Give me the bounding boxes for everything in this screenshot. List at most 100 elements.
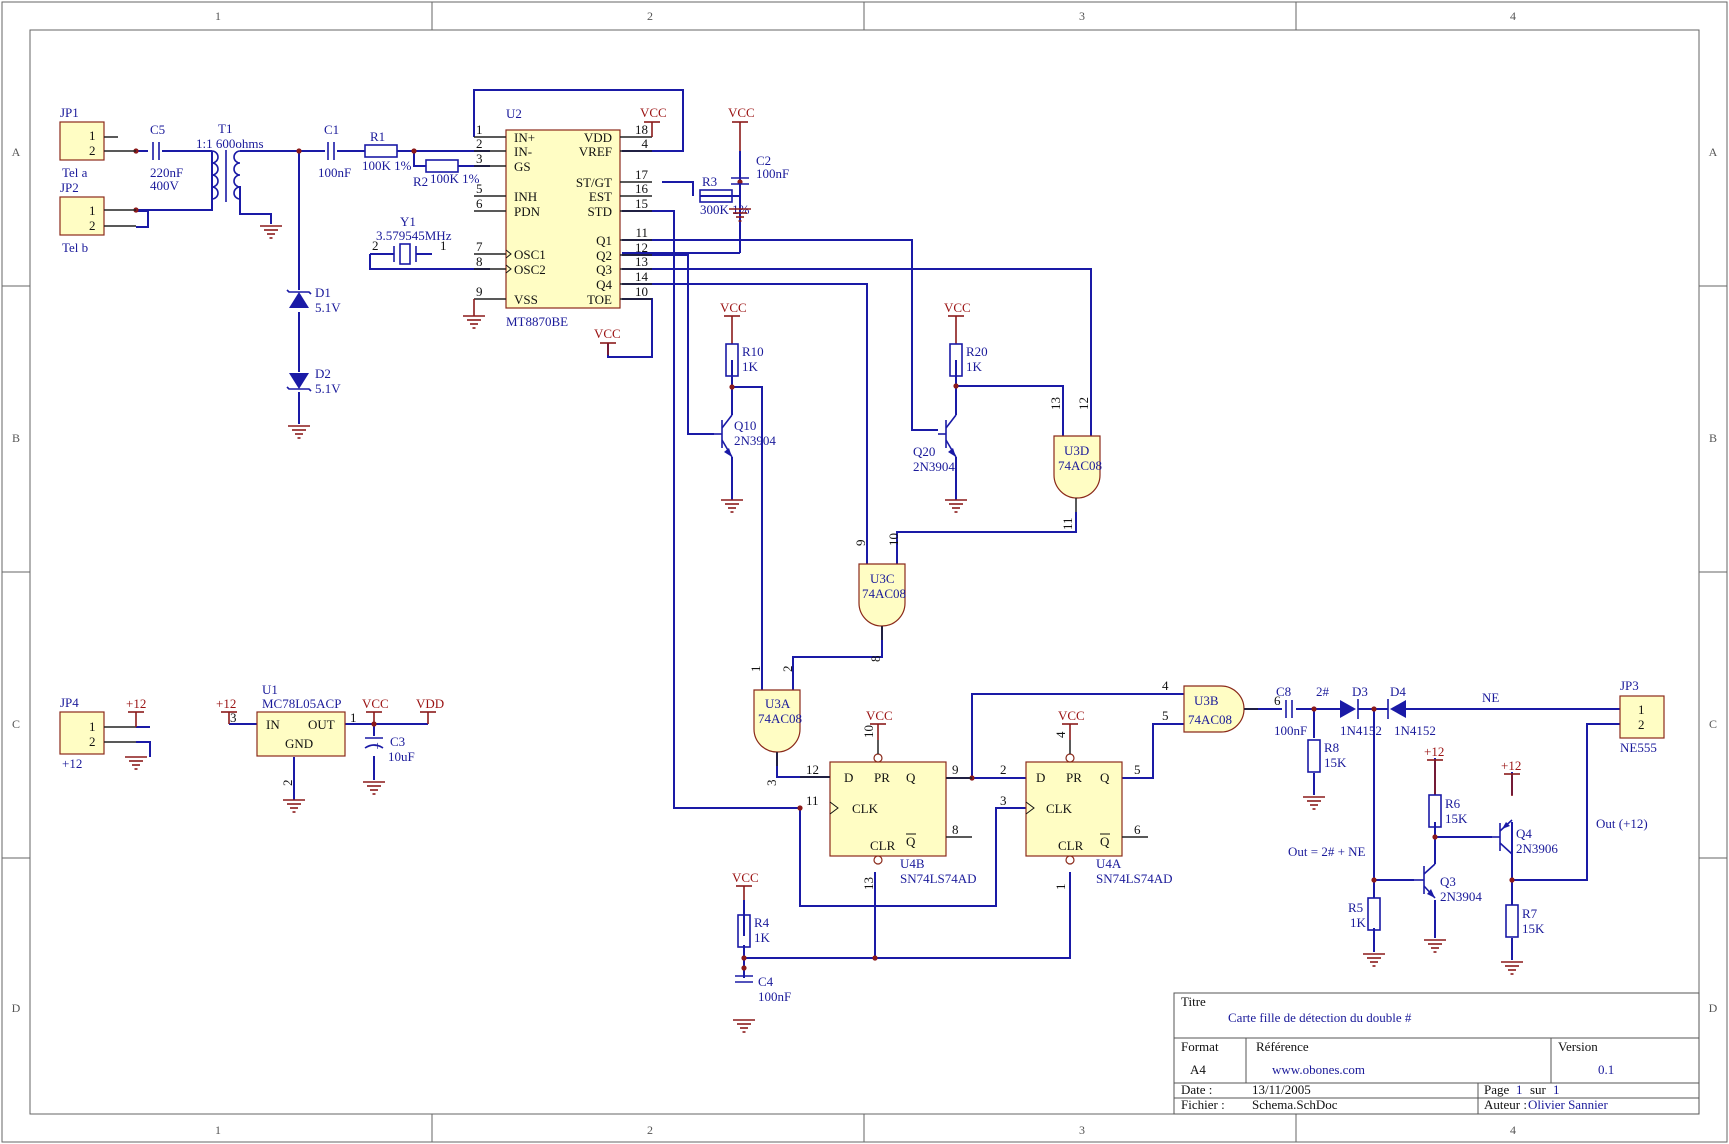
svg-text:VCC: VCC: [732, 870, 759, 885]
resistor-r1: R1 100K 1%: [362, 129, 412, 173]
svg-text:Q: Q: [1100, 834, 1110, 849]
u2-pin-name: Q2: [596, 248, 612, 263]
u2-pin-number: 18: [635, 122, 648, 137]
row-label: D: [1709, 1001, 1718, 1015]
row-label: D: [12, 1001, 21, 1015]
svg-text:MT8870BE: MT8870BE: [506, 314, 568, 329]
svg-text:U3A: U3A: [765, 696, 791, 711]
regulator-u1: IN OUT GND U1 MC78L05ACP 3 1 2: [230, 682, 357, 786]
power-vcc-u4a: VCC: [1058, 708, 1085, 740]
svg-text:2: 2: [280, 780, 295, 787]
svg-text:10: 10: [886, 533, 901, 546]
ground-symbol: [259, 225, 283, 239]
svg-text:Q: Q: [906, 834, 916, 849]
svg-text:1K: 1K: [1350, 915, 1367, 930]
svg-text:11: 11: [806, 793, 819, 808]
svg-text:MC78L05ACP: MC78L05ACP: [262, 696, 341, 711]
and-gate-u3d: U3D 74AC08 13 12 11: [1048, 397, 1102, 530]
u2-pin-number: 4: [642, 136, 649, 151]
svg-text:5.1V: 5.1V: [315, 381, 341, 396]
svg-text:R5: R5: [1348, 900, 1363, 915]
ground-symbol: [1423, 939, 1447, 953]
u2-pin-name: VDD: [584, 130, 612, 145]
svg-text:100nF: 100nF: [318, 165, 351, 180]
capacitor-c5: C5 220nF 400V: [150, 122, 183, 193]
svg-text:C8: C8: [1276, 684, 1291, 699]
flipflop-u4a: D PR Q CLK Q CLR U4A SN74LS74AD 4 2 5 3 …: [1000, 731, 1173, 890]
format-value: A4: [1190, 1062, 1206, 1077]
svg-text:10uF: 10uF: [388, 749, 415, 764]
svg-text:SN74LS74AD: SN74LS74AD: [1096, 871, 1173, 886]
svg-text:D: D: [844, 770, 853, 785]
power-12-u1: +12: [216, 696, 238, 724]
svg-text:D1: D1: [315, 285, 331, 300]
u2-pin-number: 14: [635, 269, 649, 284]
svg-text:CLK: CLK: [852, 801, 879, 816]
svg-text:1: 1: [350, 710, 357, 725]
u2-pin-name: IN-: [514, 144, 532, 159]
svg-text:2N3904: 2N3904: [1440, 889, 1482, 904]
svg-text:13: 13: [861, 877, 876, 890]
ground-symbol: [944, 499, 968, 513]
svg-text:VCC: VCC: [640, 105, 667, 120]
svg-text:4: 4: [1053, 731, 1068, 738]
capacitor-c3: + C3 10uF: [364, 734, 415, 764]
svg-text:U3D: U3D: [1064, 443, 1089, 458]
svg-text:6: 6: [1134, 822, 1141, 837]
svg-text:1: 1: [89, 128, 96, 143]
clock-marker-icon: [505, 249, 512, 259]
col-label: 2: [647, 1123, 653, 1137]
svg-text:15K: 15K: [1522, 921, 1545, 936]
u2-pin-number: 15: [635, 196, 648, 211]
crystal-y1: Y1 3.579545MHz 1 2: [370, 214, 452, 265]
svg-text:2: 2: [372, 238, 379, 253]
u2-pin-number: 16: [635, 181, 649, 196]
u2-pin-name: Q4: [596, 277, 612, 292]
jp1-name: Tel a: [62, 165, 88, 180]
transformer-t1: T1 1:1 600ohms: [196, 121, 264, 202]
net-ne: NE: [1482, 690, 1499, 705]
svg-text:15K: 15K: [1324, 755, 1347, 770]
u2-pin-name: OSC1: [514, 247, 546, 262]
u2-pin-number: 6: [476, 196, 483, 211]
u2-pin-name: INH: [514, 189, 537, 204]
jp4-ref: JP4: [60, 695, 79, 710]
u2-pin-name: IN+: [514, 130, 535, 145]
svg-text:+: +: [374, 738, 381, 753]
power-vcc-u1: VCC: [362, 696, 389, 724]
jp3-name: NE555: [1620, 740, 1657, 755]
svg-text:VCC: VCC: [720, 300, 747, 315]
u2-pin-number: 8: [476, 254, 483, 269]
reference-value: www.obones.com: [1272, 1062, 1365, 1077]
svg-text:R7: R7: [1522, 906, 1538, 921]
svg-text:C4: C4: [758, 974, 774, 989]
connector-jp2: 1 2 JP2 Tel b: [59, 180, 136, 255]
ground-symbol: [124, 756, 148, 770]
svg-text:74AC08: 74AC08: [862, 586, 906, 601]
net-out-combined: Out = 2# + NE: [1288, 844, 1366, 859]
ground-symbol: [462, 315, 486, 329]
svg-text:3: 3: [230, 710, 237, 725]
flipflop-u4b: D PR Q CLK Q CLR U4B SN74LS74AD 10 12 9 …: [800, 725, 977, 890]
svg-text:Y1: Y1: [400, 214, 416, 229]
transistor-q20: Q20 2N3904: [913, 414, 957, 474]
capacitor-c2: C2 100nF: [731, 153, 789, 185]
svg-text:100K 1%: 100K 1%: [362, 158, 412, 173]
svg-text:+12: +12: [216, 696, 236, 711]
u2-pin-name: EST: [589, 189, 612, 204]
svg-text:12: 12: [806, 762, 819, 777]
svg-text:9: 9: [853, 540, 868, 547]
and-gate-u3b: U3B 74AC08 4 5 6: [1162, 678, 1281, 733]
svg-text:1:1 600ohms: 1:1 600ohms: [196, 136, 264, 151]
svg-text:+12: +12: [1501, 758, 1521, 773]
row-label: A: [1709, 145, 1718, 159]
svg-text:3.579545MHz: 3.579545MHz: [376, 228, 452, 243]
row-label: B: [12, 431, 20, 445]
capacitor-c4: C4 100nF: [735, 974, 791, 1004]
svg-text:2N3904: 2N3904: [913, 459, 955, 474]
svg-text:5.1V: 5.1V: [315, 300, 341, 315]
connector-jp1: 1 2 JP1 Tel a: [59, 105, 136, 180]
u2-pin-name: GS: [514, 159, 531, 174]
svg-text:Q3: Q3: [1440, 874, 1456, 889]
